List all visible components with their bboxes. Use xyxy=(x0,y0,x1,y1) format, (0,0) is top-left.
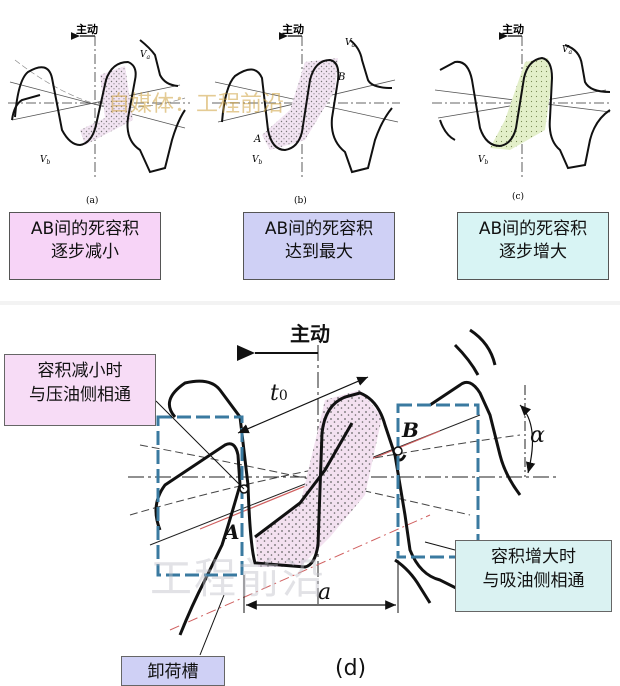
t0-label: t0 xyxy=(270,381,288,406)
note-volume-decreasing: AB间的死容积 逐步减小 xyxy=(9,212,161,280)
note-a-line2: 逐步减小 xyxy=(51,242,119,262)
detail-caption: (d) xyxy=(335,656,367,681)
section-divider xyxy=(0,301,620,305)
callout-pressure-side: 容积减小时 与压油侧相通 xyxy=(4,354,156,426)
note-c-line2: 逐步增大 xyxy=(499,242,567,262)
panel-b-point-b: B xyxy=(337,72,345,83)
panel-a-caption: (a) xyxy=(86,195,98,206)
panel-a-drawing xyxy=(8,32,190,178)
note-b-line1: AB间的死容积 xyxy=(264,219,374,239)
callout-relief-groove: 卸荷槽 xyxy=(121,656,225,686)
top-panels-drawing: 主动 Va Vb 主动 Va Vb A B 主动 xyxy=(8,22,612,206)
watermark-top: 自媒体：工程前沿 xyxy=(108,92,285,117)
panel-a-drive-label: 主动 xyxy=(76,22,98,36)
note-volume-increasing: AB间的死容积 逐步增大 xyxy=(457,212,609,280)
leader-groove xyxy=(199,594,225,656)
panel-a-vb-label: Vb xyxy=(40,155,51,166)
callout-right-line2: 与吸油侧相通 xyxy=(482,571,585,591)
panel-c-va-label: Va xyxy=(562,45,573,56)
alpha-label: α xyxy=(530,423,545,448)
callout-left-line1: 容积减小时 xyxy=(37,361,123,381)
panel-c-drawing xyxy=(432,32,612,180)
groove-label: 卸荷槽 xyxy=(147,662,199,682)
panel-b-drawing xyxy=(212,32,400,178)
note-a-line1: AB间的死容积 xyxy=(30,219,140,239)
panel-b-point-a: A xyxy=(253,134,261,145)
a-dimension-label: a xyxy=(318,580,332,605)
point-b-label: B xyxy=(402,418,419,442)
detail-drive-label: 主动 xyxy=(290,322,330,346)
callout-left-line2: 与压油侧相通 xyxy=(29,385,131,405)
panel-b-caption: (b) xyxy=(294,195,307,206)
leader-right xyxy=(424,541,456,551)
panel-c-vb-label: Vb xyxy=(478,155,489,166)
panel-b-va-label: Va xyxy=(345,38,356,49)
note-volume-maximum: AB间的死容积 达到最大 xyxy=(243,212,395,280)
panel-c-caption: (c) xyxy=(512,191,524,202)
t0-dimension-arrow xyxy=(237,376,369,434)
note-c-line1: AB间的死容积 xyxy=(478,219,588,239)
panel-a-va-label: Va xyxy=(140,50,151,61)
note-b-line2: 达到最大 xyxy=(285,242,353,262)
detail-panel-drawing xyxy=(128,328,560,656)
watermark-bottom: 工程前沿 xyxy=(150,554,327,603)
relief-groove-right xyxy=(396,403,480,559)
leader-left xyxy=(155,400,245,490)
relief-groove-left xyxy=(156,415,244,577)
panel-b-drive-label: 主动 xyxy=(282,22,304,36)
contact-point-b xyxy=(393,446,403,456)
panel-b-vb-label: Vb xyxy=(252,155,263,166)
alpha-angle-arc xyxy=(519,404,536,474)
callout-right-line1: 容积增大时 xyxy=(491,547,576,567)
point-a-label: A xyxy=(224,520,240,544)
panel-c-drive-label: 主动 xyxy=(502,22,524,36)
callout-suction-side: 容积增大时 与吸油侧相通 xyxy=(455,540,612,612)
